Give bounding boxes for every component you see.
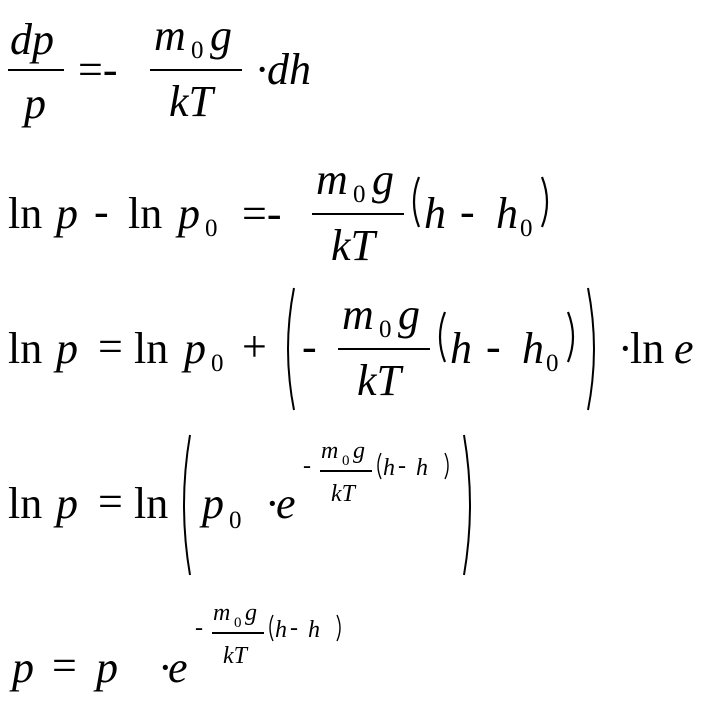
- eq2-g: g: [372, 155, 394, 204]
- eq3-paren-minus: -: [486, 322, 501, 371]
- eq3-tail-ln: ln: [630, 324, 665, 373]
- eq3-fraction-bar: [338, 348, 430, 350]
- eq1-g: g: [210, 11, 232, 60]
- eq2-right-paren: [540, 176, 549, 228]
- eq2-ln: ln: [8, 189, 43, 238]
- eq4-p0: p: [202, 479, 224, 528]
- eq3-kT: kT: [357, 356, 401, 405]
- eq2-h0: h: [496, 189, 518, 238]
- eq3-m-sub: 0: [379, 316, 392, 343]
- eq4-big-left-paren: [183, 434, 191, 576]
- eq3-big-right-paren: [587, 287, 595, 411]
- eq4-p: p: [56, 479, 78, 528]
- eq5-equals: =: [52, 641, 77, 690]
- eq3-h0-sub: 0: [546, 350, 559, 377]
- eq4-equals: =: [98, 477, 123, 526]
- eq2-h: h: [424, 189, 446, 238]
- equation-1: dp p =- m 0 g kT ·dh: [0, 0, 705, 140]
- eq3-m: m: [342, 290, 374, 339]
- equation-3: ln p = ln p 0 + - m 0 g kT h - h 0 · ln …: [0, 285, 705, 415]
- eq3-big-left-paren: [287, 287, 295, 411]
- eq1-dh: ·dh: [256, 45, 311, 94]
- eq1-dp: dp: [10, 15, 54, 64]
- eq5-e: e: [168, 643, 188, 692]
- eq4-big-right-paren: [463, 434, 471, 576]
- eq4-p0-sub: 0: [229, 507, 242, 534]
- eq5-exp-m-sub: 0: [234, 615, 242, 631]
- eq2-p: p: [56, 189, 78, 238]
- eq5-exp-g: g: [245, 600, 257, 626]
- eq5-exp-kT: kT: [223, 643, 247, 669]
- eq3-ln: ln: [8, 324, 43, 373]
- eq2-p0-sub: 0: [205, 215, 218, 242]
- eq3-ln2: ln: [134, 324, 169, 373]
- eq2-m: m: [316, 155, 348, 204]
- eq3-tail-dot: ·: [618, 324, 633, 373]
- eq5-exp-m: m: [213, 600, 231, 626]
- eq5-exp-h: h: [275, 617, 287, 643]
- eq4-ln2: ln: [134, 479, 169, 528]
- eq1-m-sub: 0: [191, 37, 204, 64]
- eq3-p0: p: [184, 324, 206, 373]
- eq4-ln: ln: [8, 479, 43, 528]
- eq5-exp-minus: -: [195, 615, 203, 641]
- eq4-exp-h: h: [383, 455, 395, 481]
- eq1-kT: kT: [169, 77, 213, 126]
- eq3-g: g: [398, 290, 420, 339]
- eq2-eq-minus: =-: [242, 189, 282, 238]
- eq5-exp-minus2: -: [290, 615, 298, 641]
- eq3-h0: h: [522, 324, 544, 373]
- eq2-ln2: ln: [128, 189, 163, 238]
- eq3-right-paren: [566, 311, 575, 363]
- eq2-m-sub: 0: [353, 181, 366, 208]
- eq3-p: p: [56, 324, 78, 373]
- eq5-p2: p: [96, 643, 118, 692]
- eq4-exp-g: g: [353, 438, 365, 464]
- eq2-paren-minus: -: [460, 187, 475, 236]
- eq3-left-paren: [438, 311, 447, 363]
- eq4-exp-m: m: [321, 438, 339, 464]
- eq2-p0: p: [178, 189, 200, 238]
- eq3-tail-e: e: [674, 324, 694, 373]
- eq2-fraction-bar: [312, 213, 404, 215]
- eq5-dot: ·: [158, 643, 173, 692]
- eq1-m: m: [154, 11, 186, 60]
- eq1-p: p: [24, 79, 46, 128]
- eq4-dot: ·: [265, 479, 280, 528]
- eq2-kT: kT: [331, 221, 375, 270]
- eq2-minus: -: [94, 187, 109, 236]
- eq3-plus: +: [242, 322, 267, 371]
- eq3-h: h: [450, 324, 472, 373]
- eq5-exp-fraction-bar: [212, 632, 264, 634]
- eq5-p: p: [12, 643, 34, 692]
- eq1-right-fraction-bar: [150, 69, 242, 71]
- eq4-exp-right-paren: [444, 452, 449, 480]
- eq4-exp-h2: h: [416, 455, 428, 481]
- eq4-exp-minus2: -: [398, 453, 406, 479]
- eq2-left-paren: [412, 176, 421, 228]
- eq1-left-fraction-bar: [8, 69, 64, 71]
- eq2-h0-sub: 0: [520, 215, 533, 242]
- eq4-exp-m-sub: 0: [342, 453, 350, 469]
- eq4-exp-kT: kT: [331, 481, 355, 507]
- eq3-p0-sub: 0: [211, 350, 224, 377]
- equation-5: p = p · e - m 0 g kT h - h: [0, 590, 705, 705]
- eq4-exp-left-paren: [377, 452, 382, 480]
- eq4-exp-minus: -: [303, 453, 311, 479]
- equation-2: ln p - ln p 0 =- m 0 g kT h - h 0: [0, 150, 705, 280]
- eq3-inner-minus: -: [302, 322, 317, 371]
- eq4-exp-fraction-bar: [320, 470, 372, 472]
- eq1-eq-minus: =-: [78, 45, 118, 94]
- eq4-e: e: [276, 479, 296, 528]
- eq5-exp-h2: h: [308, 617, 320, 643]
- eq5-exp-left-paren: [269, 614, 274, 642]
- eq3-equals: =: [98, 322, 123, 371]
- equation-4: ln p = ln p 0 · e - m 0 g kT h - h: [0, 430, 705, 580]
- eq5-exp-right-paren: [336, 614, 341, 642]
